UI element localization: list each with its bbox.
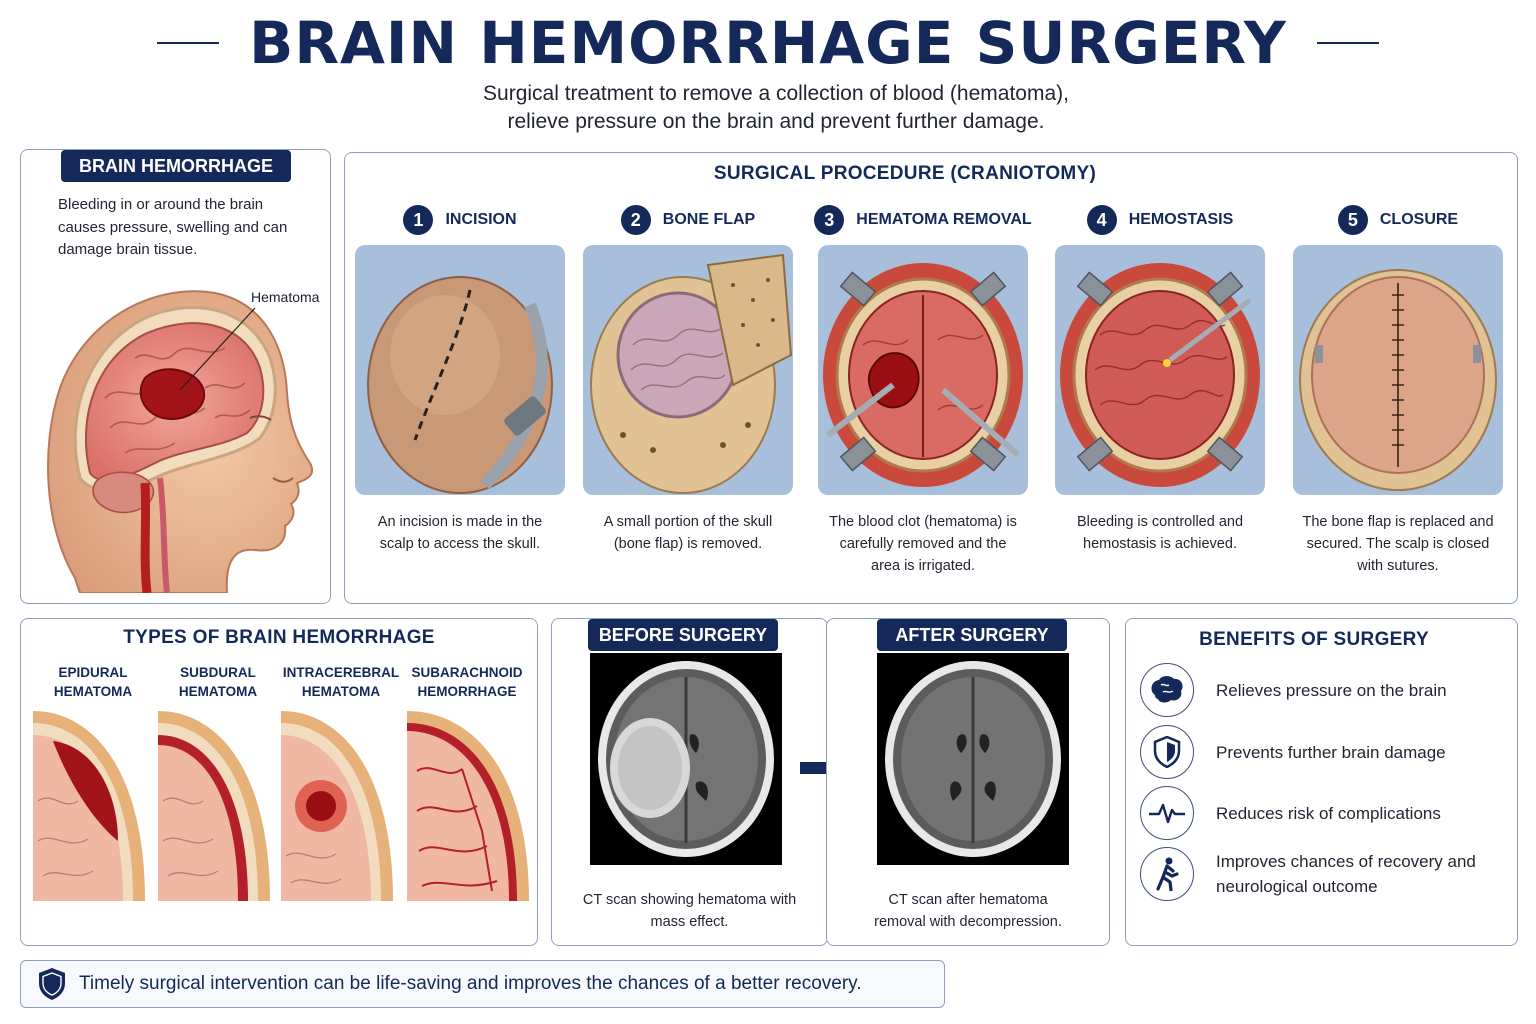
- surgical-procedure-panel: SURGICAL PROCEDURE (CRANIOTOMY) 1 INCISI…: [344, 152, 1518, 604]
- brain-hemorrhage-tag: BRAIN HEMORRHAGE: [61, 150, 291, 182]
- head-brain-illustration: [47, 290, 314, 593]
- ct-before-image: [590, 653, 782, 865]
- step-title: BONE FLAP: [662, 211, 756, 228]
- procedure-step-closure: 5 CLOSURE The bone flap is replaced and …: [1283, 153, 1513, 603]
- title-rule-right: [1316, 42, 1379, 44]
- ct-before-caption: CT scan showing hematoma with mass effec…: [582, 892, 797, 930]
- benefits-title: BENEFITS OF SURGERY: [1199, 629, 1429, 650]
- ct-scan-after: [877, 653, 1069, 865]
- step-title: HEMOSTASIS: [1128, 211, 1234, 228]
- procedure-step-bone-flap: 2 BONE FLAP A small portion of the skull…: [573, 153, 803, 603]
- brain-hemorrhage-panel: BRAIN HEMORRHAGE Bleeding in or around t…: [20, 149, 331, 604]
- brain-icon: [1140, 663, 1194, 717]
- brain-hemorrhage-description: Bleeding in or around the brain causes p…: [58, 196, 288, 258]
- type-label-line-2: HEMATOMA: [178, 684, 258, 699]
- type-label-line-2: HEMATOMA: [53, 684, 133, 699]
- benefit-text: Prevents further brain damage: [1216, 742, 1446, 762]
- ct-before-panel: BEFORE SURGERY CT scan showing hematoma …: [551, 618, 828, 946]
- shield-icon: [39, 968, 65, 1000]
- step-description: The blood clot (hematoma) is carefully r…: [829, 514, 1017, 574]
- ct-after-image: [877, 653, 1069, 865]
- step-number-badge: 2: [620, 205, 651, 235]
- type-label: SUBDURAL HEMATOMA: [156, 663, 280, 701]
- hematoma-callout-label: Hematoma: [251, 289, 320, 305]
- closure-illustration: [1293, 245, 1503, 495]
- subdural-hematoma-illustration: [158, 711, 270, 901]
- type-label: INTRACEREBRAL HEMATOMA: [279, 663, 403, 701]
- step-header: 1 INCISION: [345, 205, 575, 235]
- type-label: SUBARACHNOID HEMORRHAGE: [405, 663, 529, 701]
- step-header: 5 CLOSURE: [1283, 205, 1513, 235]
- procedure-step-hematoma-removal: 3 HEMATOMA REMOVAL The blood clot (he: [808, 153, 1038, 603]
- after-surgery-tag: AFTER SURGERY: [877, 619, 1067, 651]
- step-header: 4 HEMOSTASIS: [1045, 205, 1275, 235]
- intracerebral-hematoma-illustration: [281, 711, 393, 901]
- procedure-title: SURGICAL PROCEDURE (CRANIOTOMY): [713, 163, 1097, 184]
- benefits-panel: BENEFITS OF SURGERY Relieves pressure on…: [1125, 618, 1518, 946]
- benefit-text: Reduces risk of complications: [1216, 803, 1441, 823]
- title-row: BRAIN HEMORRHAGE SURGERY: [0, 8, 1536, 78]
- page-subtitle: Surgical treatment to remove a collectio…: [0, 80, 1536, 136]
- title-rule-left: [157, 42, 220, 44]
- type-label-line-1: SUBDURAL: [180, 665, 256, 680]
- step-title: CLOSURE: [1379, 211, 1459, 228]
- benefit-item: Reduces risk of complications: [1140, 786, 1510, 840]
- type-label-line-2: HEMATOMA: [301, 684, 381, 699]
- step-title: HEMATOMA REMOVAL: [856, 211, 1032, 228]
- page-title: BRAIN HEMORRHAGE SURGERY: [249, 9, 1287, 77]
- step-title: INCISION: [445, 211, 517, 228]
- type-intracerebral-hematoma: INTRACEREBRAL HEMATOMA: [279, 663, 403, 901]
- step-header: 2 BONE FLAP: [573, 205, 803, 235]
- type-label-line-2: HEMORRHAGE: [417, 684, 517, 699]
- type-label-line-1: SUBARACHNOID: [411, 665, 523, 680]
- heartbeat-icon: [1140, 786, 1194, 840]
- type-epidural-hematoma: EPIDURAL HEMATOMA: [31, 663, 155, 901]
- hemostasis-illustration: [1055, 245, 1265, 495]
- step-description: A small portion of the skull (bone flap)…: [603, 514, 773, 552]
- step-number-badge: 4: [1086, 205, 1117, 235]
- step-description: Bleeding is controlled and hemostasis is…: [1076, 514, 1244, 552]
- step-number-badge: 3: [814, 205, 845, 235]
- ct-scan-before: [590, 653, 782, 865]
- type-label: EPIDURAL HEMATOMA: [31, 663, 155, 701]
- type-label-line-1: EPIDURAL: [58, 665, 128, 680]
- epidural-hematoma-illustration: [33, 711, 145, 901]
- before-surgery-tag: BEFORE SURGERY: [588, 619, 778, 651]
- step-number-badge: 1: [403, 205, 434, 235]
- types-of-hemorrhage-panel: TYPES OF BRAIN HEMORRHAGE EPIDURAL HEMAT…: [20, 618, 538, 946]
- benefit-item: Prevents further brain damage: [1140, 725, 1510, 779]
- step-number-badge: 5: [1337, 205, 1368, 235]
- procedure-step-incision: 1 INCISION An incision is made in the sc…: [345, 153, 575, 603]
- ct-after-panel: AFTER SURGERY CT scan after hematoma rem…: [826, 618, 1110, 946]
- type-subarachnoid-hemorrhage: SUBARACHNOID HEMORRHAGE: [405, 663, 529, 901]
- hematoma-removal-illustration: [818, 245, 1028, 495]
- subarachnoid-hemorrhage-illustration: [407, 711, 529, 901]
- benefit-text: Improves chances of recovery and neurolo…: [1216, 852, 1476, 896]
- type-subdural-hematoma: SUBDURAL HEMATOMA: [156, 663, 280, 901]
- bone-flap-illustration: [583, 245, 793, 495]
- footer-banner: Timely surgical intervention can be life…: [20, 960, 945, 1008]
- ct-after-caption: CT scan after hematoma removal with deco…: [874, 892, 1062, 930]
- step-description: An incision is made in the scalp to acce…: [377, 514, 543, 552]
- subtitle-line-2: relieve pressure on the brain and preven…: [507, 110, 1045, 133]
- banner-text: Timely surgical intervention can be life…: [79, 973, 862, 994]
- step-description: The bone flap is replaced and secured. T…: [1302, 514, 1494, 574]
- walking-person-icon: [1140, 847, 1194, 901]
- incision-illustration: [355, 245, 565, 495]
- shield-icon: [1140, 725, 1194, 779]
- types-title: TYPES OF BRAIN HEMORRHAGE: [123, 627, 435, 648]
- type-label-line-1: INTRACEREBRAL: [282, 665, 400, 680]
- step-header: 3 HEMATOMA REMOVAL: [808, 205, 1038, 235]
- benefit-item: Improves chances of recovery and neurolo…: [1140, 847, 1510, 901]
- procedure-step-hemostasis: 4 HEMOSTASIS Bleeding is controlled and …: [1045, 153, 1275, 603]
- benefit-item: Relieves pressure on the brain: [1140, 663, 1510, 717]
- benefit-text: Relieves pressure on the brain: [1216, 680, 1447, 700]
- subtitle-line-1: Surgical treatment to remove a collectio…: [483, 82, 1069, 105]
